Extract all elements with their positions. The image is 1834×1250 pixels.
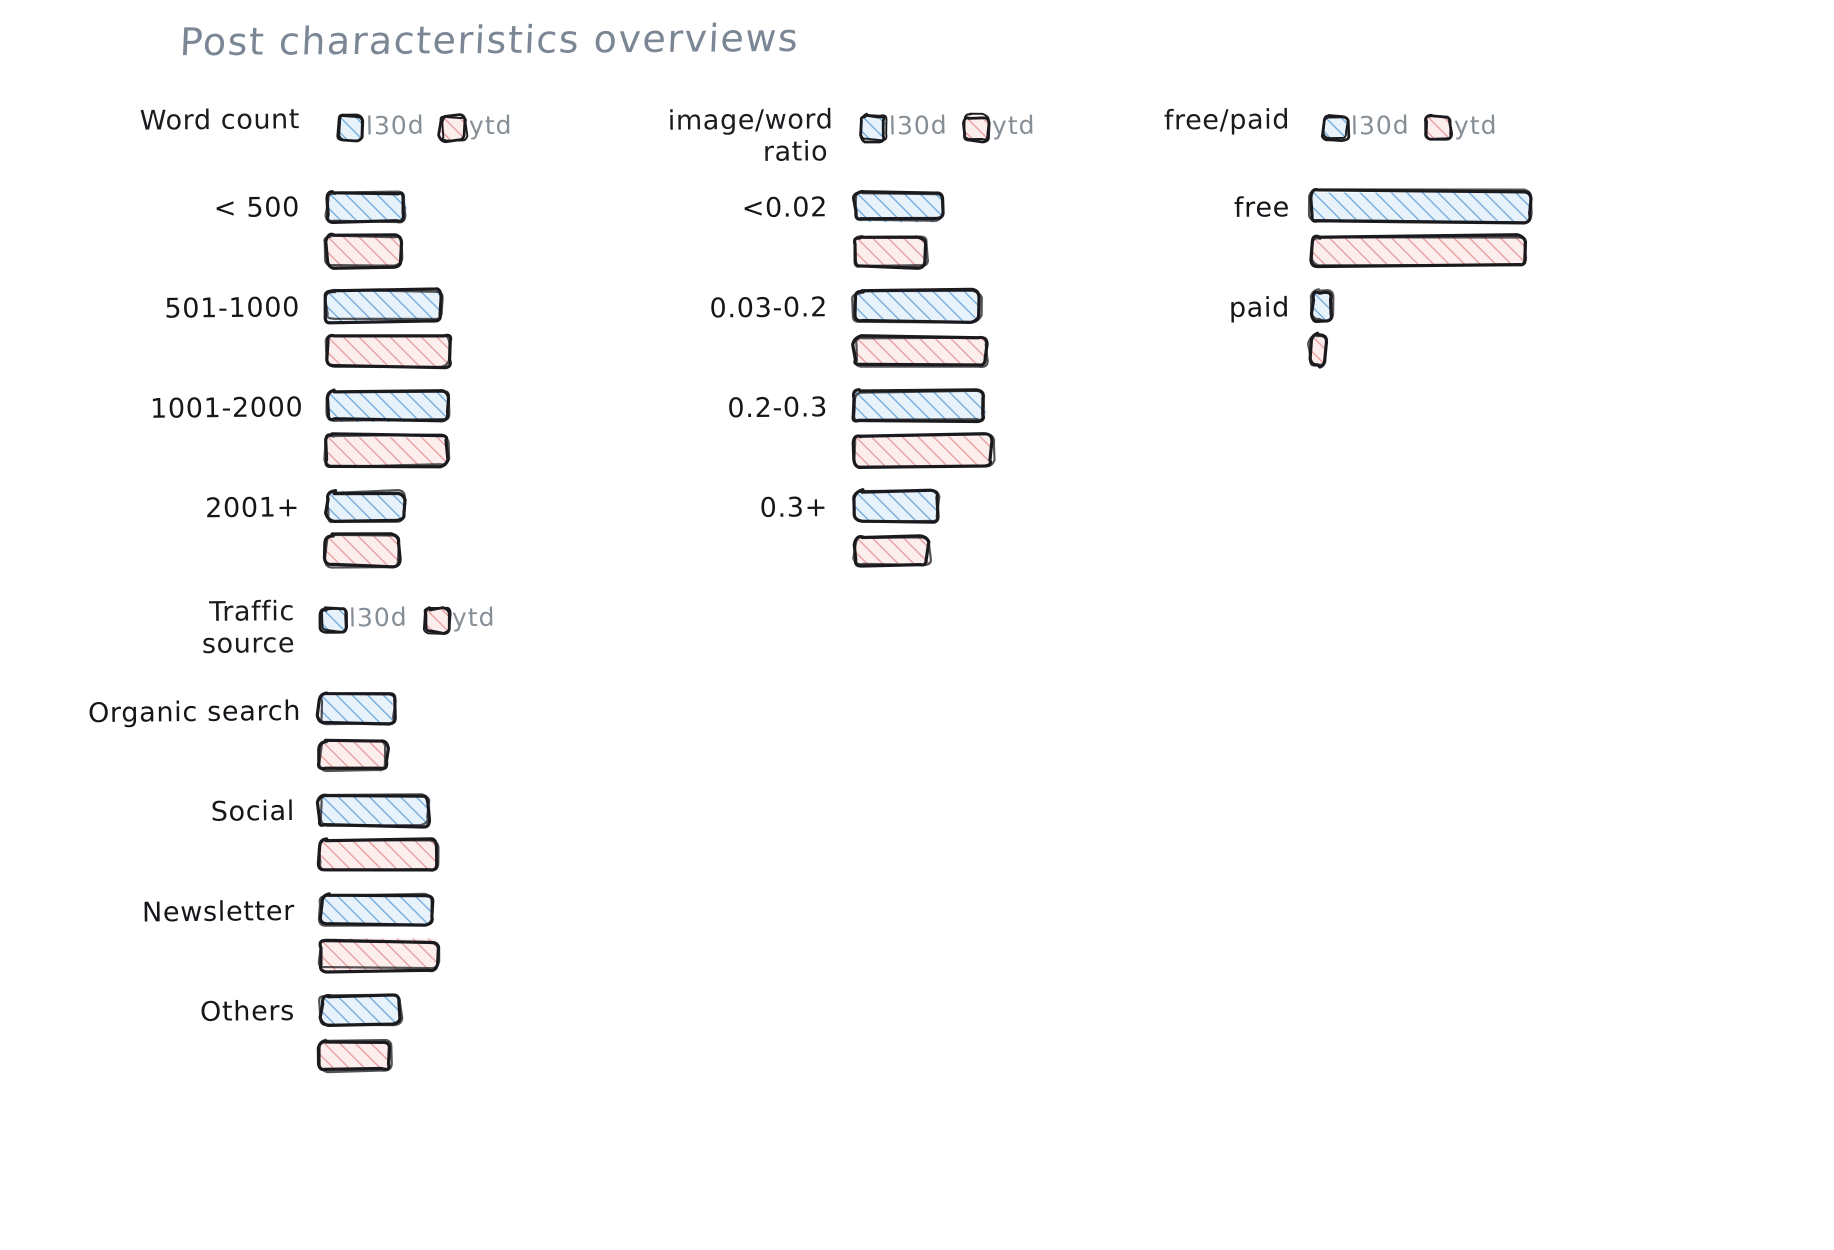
bar-ytd[interactable]	[316, 1036, 404, 1074]
bar-group	[322, 287, 454, 370]
bar-l30d[interactable]	[322, 387, 452, 425]
bar-group	[316, 891, 442, 974]
bar-ytd[interactable]	[850, 232, 946, 270]
blue-hatched-square-icon	[858, 112, 888, 144]
bar-l30d[interactable]	[316, 891, 442, 929]
legend-label-l30d: l30d	[1350, 110, 1410, 141]
category-label: 0.03-0.2	[709, 292, 829, 325]
legend-item-ytd[interactable]: ytd	[436, 110, 513, 144]
bar-l30d[interactable]	[850, 187, 946, 225]
legend-traffic-source: l30d ytd	[318, 602, 496, 635]
bar-l30d[interactable]	[850, 387, 996, 425]
pink-hatched-square-icon	[961, 112, 991, 144]
bar-group	[322, 487, 408, 570]
pink-hatched-square-icon	[421, 605, 452, 635]
blue-hatched-square-icon	[335, 113, 365, 143]
bar-group	[1306, 287, 1337, 370]
chart-title-free-paid: free/paid	[1150, 104, 1290, 137]
bar-group	[850, 387, 996, 470]
category-label: paid	[1228, 292, 1291, 324]
bar-ytd[interactable]	[322, 332, 454, 370]
bar-ytd[interactable]	[316, 736, 398, 774]
category-label: Others	[199, 995, 296, 1028]
legend-image-word-ratio: l30d ytd	[858, 110, 1036, 144]
bar-ytd[interactable]	[850, 332, 991, 370]
bar-l30d[interactable]	[850, 487, 943, 525]
page-title: Post characteristics overviews	[178, 15, 801, 65]
legend-item-ytd[interactable]: ytd	[1423, 110, 1498, 141]
legend-word-count: l30d ytd	[335, 110, 513, 144]
legend-item-l30d[interactable]: l30d	[1320, 110, 1410, 142]
chart-title-line: source	[201, 627, 296, 660]
bar-ytd[interactable]	[850, 432, 996, 470]
category-label: Social	[210, 795, 296, 828]
bar-group	[322, 187, 410, 270]
category-label: <0.02	[741, 192, 829, 225]
category-label: 501-1000	[164, 292, 301, 325]
chart-title-line: free/paid	[1163, 104, 1291, 137]
pink-hatched-square-icon	[1423, 113, 1453, 141]
bar-l30d[interactable]	[322, 187, 410, 225]
category-label: 0.2-0.3	[727, 392, 829, 425]
category-label: 1001-2000	[149, 392, 304, 425]
legend-item-ytd[interactable]: ytd	[961, 110, 1036, 144]
bar-ytd[interactable]	[1306, 331, 1337, 370]
category-label: 2001+	[204, 492, 301, 525]
bar-ytd[interactable]	[322, 432, 452, 470]
bar-group	[315, 691, 398, 774]
bar-ytd[interactable]	[850, 532, 943, 570]
chart-title-line: ratio	[762, 136, 829, 168]
bar-l30d[interactable]	[315, 791, 442, 829]
bar-ytd[interactable]	[316, 836, 442, 874]
bar-group	[316, 991, 404, 1074]
blue-hatched-square-icon	[1320, 113, 1351, 142]
legend-item-l30d[interactable]: l30d	[335, 110, 425, 143]
category-label: < 500	[213, 192, 301, 225]
bar-ytd[interactable]	[316, 936, 442, 974]
bar-group	[850, 287, 991, 370]
bar-ytd[interactable]	[1307, 232, 1535, 270]
bar-l30d[interactable]	[322, 287, 454, 325]
chart-title-line: Word count	[139, 104, 301, 137]
bar-l30d[interactable]	[315, 691, 398, 729]
legend-label-l30d: l30d	[365, 110, 425, 141]
bar-l30d[interactable]	[316, 991, 404, 1029]
pink-hatched-square-icon	[436, 113, 468, 144]
bar-group	[322, 387, 452, 470]
category-label: Organic search	[87, 695, 302, 730]
chart-title-line: Traffic	[208, 596, 295, 628]
chart-title-word-count: Word count	[120, 104, 300, 137]
legend-label-ytd: ytd	[468, 110, 513, 141]
legend-label-l30d: l30d	[348, 602, 408, 633]
legend-item-ytd[interactable]: ytd	[421, 602, 496, 635]
category-label: free	[1233, 192, 1291, 224]
blue-hatched-square-icon	[318, 605, 349, 634]
bar-l30d[interactable]	[850, 287, 991, 325]
legend-label-ytd: ytd	[451, 602, 496, 633]
category-label: 0.3+	[759, 492, 829, 524]
chart-title-line: image/word	[667, 104, 834, 137]
bar-ytd[interactable]	[322, 532, 408, 570]
bar-l30d[interactable]	[322, 487, 408, 525]
legend-free-paid: l30d ytd	[1320, 110, 1498, 142]
bar-group	[850, 187, 946, 270]
legend-label-l30d: l30d	[888, 110, 948, 141]
bar-l30d[interactable]	[1307, 187, 1535, 225]
legend-label-ytd: ytd	[991, 110, 1036, 141]
bar-group	[1307, 187, 1535, 270]
bar-group	[315, 791, 442, 874]
legend-item-l30d[interactable]: l30d	[318, 602, 408, 634]
bar-group	[850, 487, 943, 570]
bar-l30d[interactable]	[1307, 287, 1337, 325]
legend-item-l30d[interactable]: l30d	[858, 110, 948, 144]
category-label: Newsletter	[141, 895, 296, 929]
bar-ytd[interactable]	[322, 232, 410, 270]
legend-label-ytd: ytd	[1453, 110, 1498, 141]
